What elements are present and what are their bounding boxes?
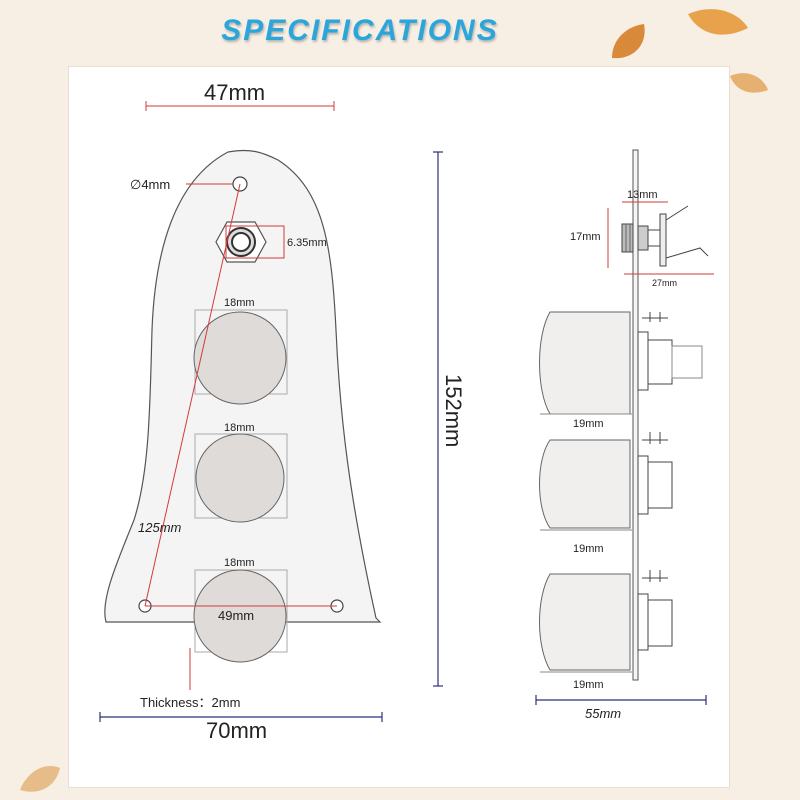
hole-diameter-label: ∅4mm bbox=[130, 177, 170, 192]
bottom-width-label: 70mm bbox=[206, 718, 267, 743]
jack-hole bbox=[231, 232, 251, 252]
jack-width-label: 13mm bbox=[627, 189, 658, 201]
knob-width-label: 18mm bbox=[224, 422, 255, 434]
leaf-icon bbox=[612, 24, 645, 59]
pot-side-2 bbox=[539, 432, 673, 529]
leaf-icon bbox=[688, 9, 748, 35]
knob-3 bbox=[193, 569, 288, 663]
jack-length-label: 27mm bbox=[652, 278, 677, 288]
knob-1 bbox=[193, 309, 288, 405]
top-width-label: 47mm bbox=[204, 80, 265, 105]
hole-spacing-label: 49mm bbox=[218, 608, 254, 623]
pot-width-label: 19mm bbox=[573, 543, 604, 555]
jack-size-label: 6.35mm bbox=[287, 237, 327, 249]
knob-width-label: 18mm bbox=[224, 557, 255, 569]
thickness-label: Thickness：2mm bbox=[140, 695, 240, 710]
jack-dimension-box bbox=[225, 225, 285, 259]
pot-side-3 bbox=[539, 570, 673, 671]
diagonal-distance-line bbox=[144, 183, 241, 607]
height-label: 152mm bbox=[441, 374, 466, 447]
knob-2 bbox=[194, 433, 288, 523]
leaf-icon bbox=[730, 73, 768, 93]
jack-height-label: 17mm bbox=[570, 231, 601, 243]
leaf-icon bbox=[20, 766, 60, 792]
plate-side-profile bbox=[632, 149, 639, 681]
pot-width-label: 19mm bbox=[573, 679, 604, 691]
pot-side-1 bbox=[539, 311, 703, 415]
diagonal-distance-label: 125mm bbox=[138, 520, 182, 535]
page-title: SPECIFICATIONS bbox=[221, 14, 499, 47]
pot-width-label: 19mm bbox=[573, 418, 604, 430]
total-width-label: 55mm bbox=[585, 706, 621, 721]
knob-width-label: 18mm bbox=[224, 297, 255, 309]
jack-side bbox=[621, 205, 709, 267]
